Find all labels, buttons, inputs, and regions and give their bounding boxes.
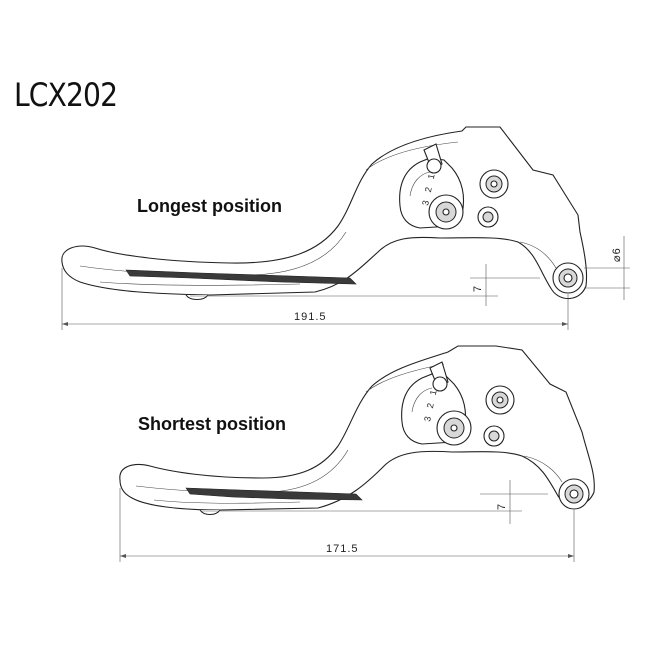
shortest-lever: 3 2 1	[119, 345, 595, 516]
longest-position-label: Longest position	[137, 196, 282, 216]
shortest-offset-value: 7	[496, 503, 508, 510]
shortest-dimensions: 171.5 7	[119, 480, 575, 562]
shortest-length-value: 171.5	[326, 543, 359, 555]
diameter-symbol: ⌀	[611, 254, 623, 262]
longest-dimensions: 191.5 7 ⌀6	[61, 236, 630, 330]
longest-diameter-value: ⌀6	[611, 247, 623, 262]
shortest-position-label: Shortest position	[138, 414, 286, 434]
diameter-number: 6	[611, 247, 623, 254]
longest-offset-value: 7	[472, 285, 484, 292]
longest-length-value: 191.5	[294, 311, 327, 323]
longest-lever: 3 2 1	[61, 126, 588, 301]
model-title: LCX202	[14, 76, 118, 114]
